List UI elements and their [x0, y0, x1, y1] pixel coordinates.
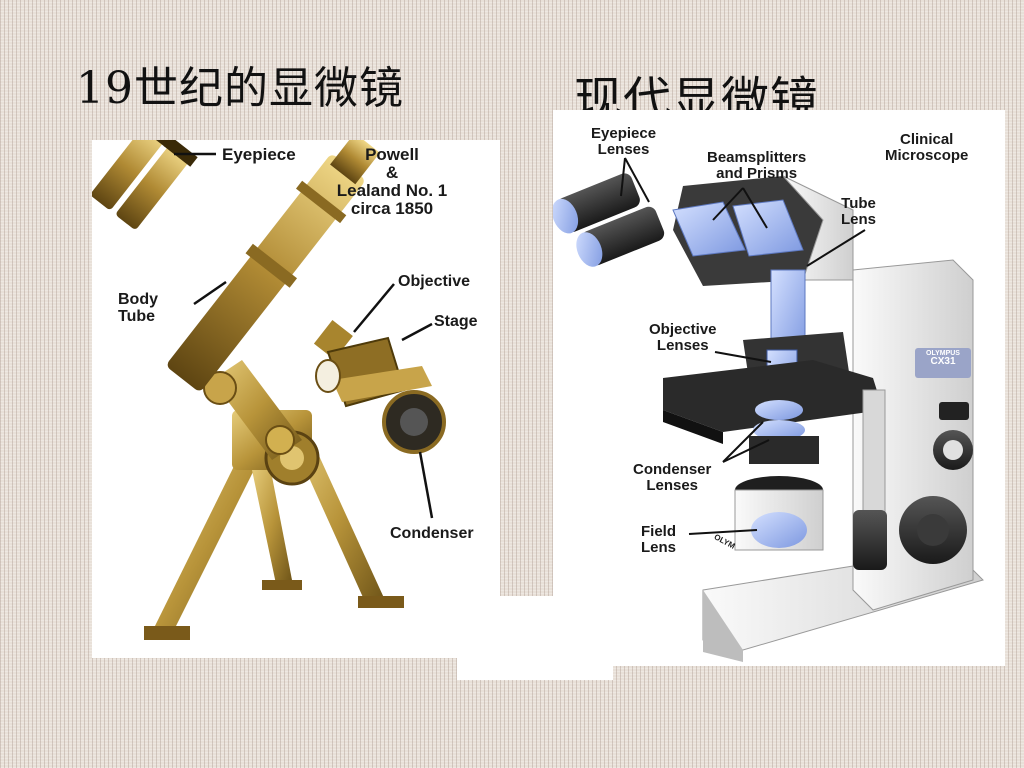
modern-beamsplitter-label: Beamsplitters and Prisms	[707, 150, 806, 182]
olympus-microscope-illustration	[553, 157, 984, 662]
eyepiece-line-1: Eyepiece	[591, 125, 657, 142]
condenser-lenses-label: Condenser Lenses	[633, 462, 711, 494]
old-model-caption: Powell & Lealand No. 1 circa 1850	[322, 146, 462, 217]
condenser-line-1: Condenser	[633, 461, 712, 478]
beam-line-2: and Prisms	[716, 164, 798, 182]
tube-line-2: Lens	[841, 210, 877, 228]
olympus-badge	[915, 348, 971, 378]
brand-line-2: CX31	[930, 356, 956, 368]
olympus-brand-text: OLYMPUS CX31	[917, 350, 969, 368]
old-eyepiece-label: Eyepiece	[222, 145, 296, 164]
old-body-tube-label: Body Tube	[118, 291, 158, 326]
field-lens-label: Field Lens	[641, 524, 676, 556]
caption-line-1: Powell	[365, 145, 419, 164]
old-stage-label: Stage	[434, 313, 478, 330]
beam-line-1: Beamsplitters	[707, 149, 807, 166]
clinical-line-2: Microscope	[885, 146, 969, 164]
clinical-line-1: Clinical	[900, 131, 954, 148]
old-objective-label: Objective	[398, 273, 471, 290]
condenser-line-2: Lenses	[646, 476, 699, 494]
tube-lens-label: Tube Lens	[841, 196, 876, 228]
objective-line-2: Lenses	[656, 336, 709, 354]
objective-line-1: Objective	[649, 321, 717, 338]
caption-line-3: Lealand No. 1	[336, 180, 448, 200]
old-condenser-label: Condenser	[390, 525, 474, 542]
clinical-microscope-label: Clinical Microscope	[885, 132, 968, 164]
objective-lenses-label: Objective Lenses	[649, 322, 717, 354]
caption-line-4: circa 1850	[350, 198, 434, 218]
brass-microscope-illustration	[92, 140, 446, 640]
body-tube-line-1: Body	[118, 291, 158, 308]
title-19th-century-microscope: 19世纪的显微镜	[76, 63, 404, 114]
tube-line-1: Tube	[841, 195, 876, 212]
eyepiece-line-2: Lenses	[597, 140, 650, 158]
modern-eyepiece-label: Eyepiece Lenses	[591, 126, 656, 158]
modern-microscope-image: Eyepiece Lenses Beamsplitters and Prisms…	[553, 110, 1005, 666]
field-line-2: Lens	[641, 538, 677, 556]
body-tube-line-2: Tube	[118, 307, 156, 325]
field-line-1: Field	[641, 523, 677, 540]
caption-line-2: &	[385, 162, 399, 182]
brand-line-1: OLYMPUS	[926, 350, 960, 357]
old-microscope-image: Eyepiece Powell & Lealand No. 1 circa 18…	[92, 140, 500, 658]
